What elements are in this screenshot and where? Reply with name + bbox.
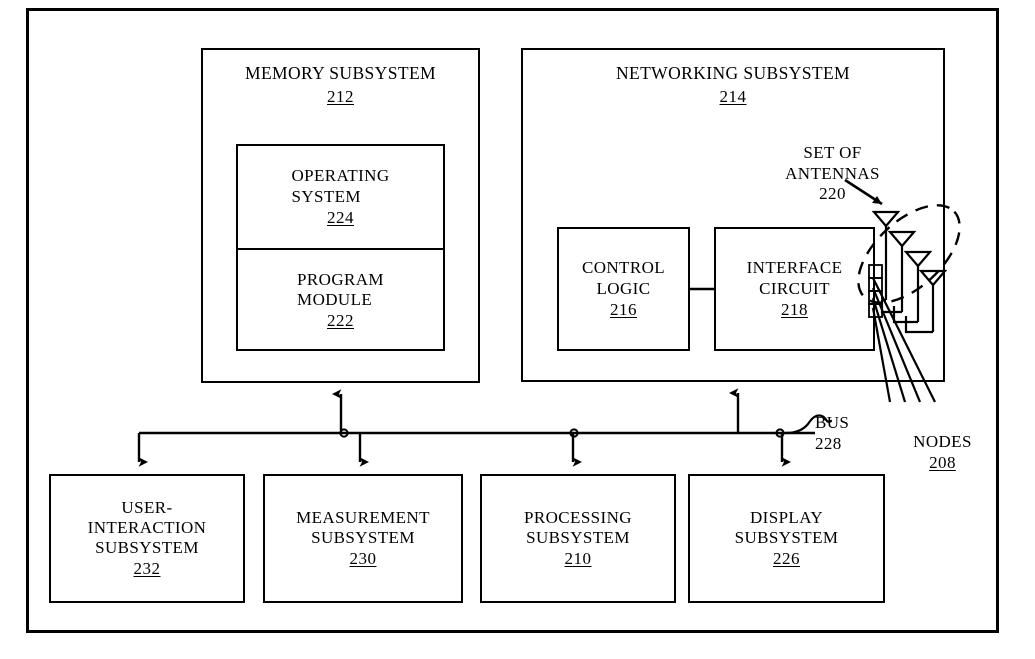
operating-system-block[interactable]: OPERATING SYSTEM 224 [238, 146, 443, 250]
set-of-antennas-ref: 220 [819, 184, 846, 204]
program-module-block[interactable]: PROGRAM MODULE 222 [238, 250, 443, 351]
memory-contents-group: OPERATING SYSTEM 224 PROGRAM MODULE 222 [236, 144, 445, 351]
measurement-subsystem-ref: 230 [349, 549, 377, 569]
operating-system-ref: 224 [327, 207, 354, 227]
networking-subsystem-ref: 214 [719, 86, 747, 106]
memory-subsystem-title: MEMORY SUBSYSTEM [244, 63, 436, 83]
bus-ref: 228 [815, 433, 842, 453]
interface-circuit-title: INTERFACE CIRCUIT [746, 258, 843, 298]
set-of-antennas-label: SET OF ANTENNAS 220 [760, 123, 905, 225]
nodes-label: NODES 208 [895, 412, 990, 494]
operating-system-title: OPERATING SYSTEM [291, 166, 390, 206]
user-interaction-subsystem-block[interactable]: USER- INTERACTION SUBSYSTEM 232 [49, 474, 245, 603]
processing-subsystem-title: PROCESSING SUBSYSTEM [524, 507, 632, 547]
control-logic-ref: 216 [610, 299, 637, 319]
display-subsystem-ref: 226 [773, 549, 800, 569]
interface-circuit-block[interactable]: INTERFACE CIRCUIT 218 [714, 227, 875, 351]
networking-subsystem-title: NETWORKING SUBSYSTEM [615, 63, 851, 83]
user-interaction-subsystem-ref: 232 [133, 559, 161, 579]
control-logic-title: CONTROL LOGIC [581, 258, 666, 298]
display-subsystem-title: DISPLAY SUBSYSTEM [734, 507, 839, 547]
nodes-title: NODES [913, 432, 972, 452]
set-of-antennas-title: SET OF ANTENNAS [785, 143, 880, 183]
interface-circuit-ref: 218 [781, 299, 808, 319]
measurement-subsystem-title: MEASUREMENT SUBSYSTEM [296, 507, 430, 547]
display-subsystem-block[interactable]: DISPLAY SUBSYSTEM 226 [688, 474, 885, 603]
memory-subsystem-ref: 212 [327, 86, 354, 106]
bus-title: BUS [815, 413, 850, 433]
processing-subsystem-ref: 210 [564, 549, 592, 569]
bus-label: BUS 228 [815, 393, 885, 475]
user-interaction-subsystem-title: USER- INTERACTION SUBSYSTEM [87, 497, 207, 558]
control-logic-block[interactable]: CONTROL LOGIC 216 [557, 227, 690, 351]
program-module-title: PROGRAM MODULE [297, 269, 384, 309]
measurement-subsystem-block[interactable]: MEASUREMENT SUBSYSTEM 230 [263, 474, 463, 603]
nodes-ref: 208 [929, 452, 956, 472]
processing-subsystem-block[interactable]: PROCESSING SUBSYSTEM 210 [480, 474, 676, 603]
program-module-ref: 222 [327, 311, 354, 331]
